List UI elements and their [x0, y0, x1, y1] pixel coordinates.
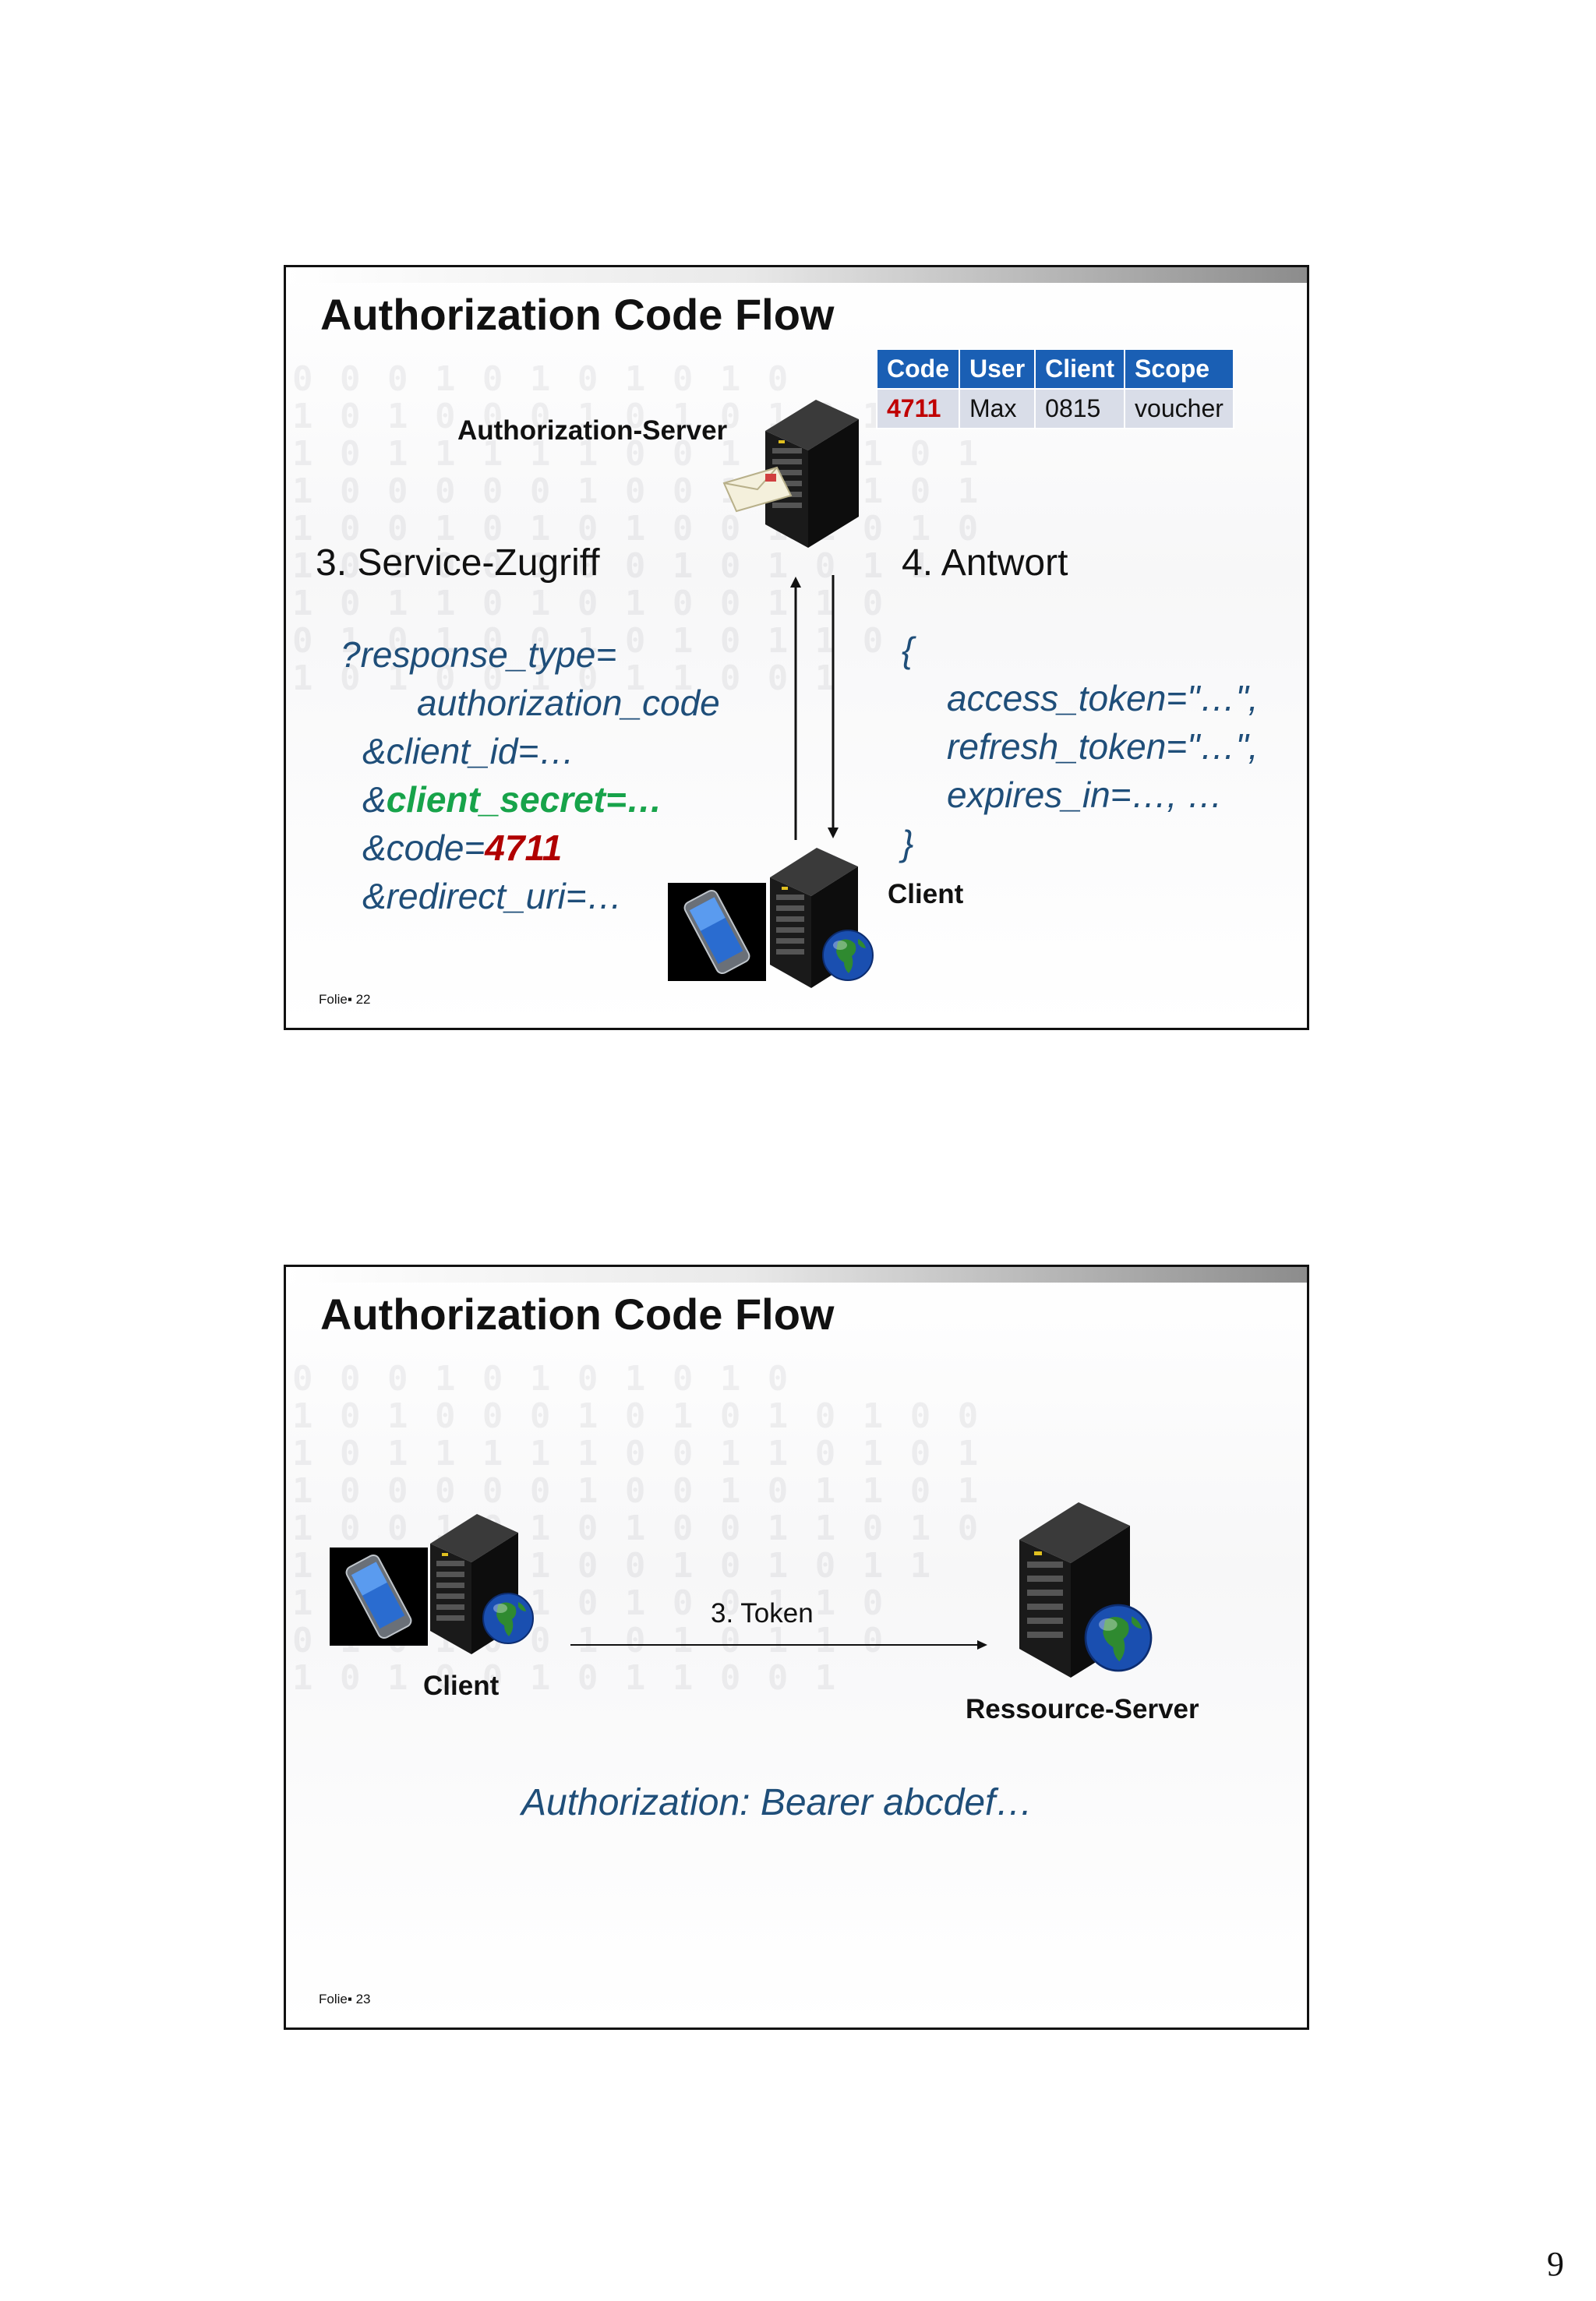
binary-background: 0 0 0 1 0 1 0 1 0 1 0 1 0 1 0 0 0 1 0 1 …: [292, 361, 982, 698]
smartphone-icon: [330, 1548, 428, 1646]
slide-title: Authorization Code Flow: [320, 290, 835, 339]
param-response-type-value: authorization_code: [417, 683, 720, 723]
table-header: User: [958, 348, 1036, 390]
token-arrow-label: 3. Token: [711, 1598, 814, 1629]
request-response-arrows: [790, 575, 839, 840]
table-row: 4711 Max 0815 voucher: [876, 388, 1234, 429]
slide-23: 0 0 0 1 0 1 0 1 0 1 0 1 0 1 0 0 0 1 0 1 …: [284, 1265, 1309, 2030]
smartphone-icon: [668, 883, 766, 981]
param-prefix: &code=: [362, 828, 486, 868]
table-header: Scope: [1124, 348, 1234, 390]
slide-top-bar: [286, 267, 1307, 283]
slide-footer: Folie▪ 22: [319, 992, 371, 1007]
step-service-access: 3. Service-Zugriff: [316, 542, 600, 584]
param-prefix: &: [362, 779, 387, 820]
table-cell-client: 0815: [1034, 388, 1126, 429]
step-response: 4. Antwort: [902, 542, 1068, 584]
resource-server-label: Ressource-Server: [966, 1694, 1199, 1724]
param-redirect-uri: &redirect_uri=…: [362, 876, 623, 916]
client-label: Client: [888, 879, 964, 909]
bearer-header: Authorization: Bearer abcdef…: [521, 1782, 1033, 1823]
table-header-row: Code User Client Scope: [876, 348, 1234, 390]
response-access-token: access_token="…",: [947, 678, 1259, 718]
table-cell-user: Max: [958, 388, 1036, 429]
response-open-brace: {: [902, 630, 914, 670]
client-label: Client: [423, 1671, 500, 1701]
table-header: Code: [876, 348, 960, 390]
param-client-id: &client_id=…: [362, 731, 575, 771]
table-cell-code: 4711: [876, 388, 960, 429]
response-close-brace: }: [902, 823, 914, 863]
slide-footer: Folie▪ 23: [319, 1992, 371, 2006]
globe-icon: [1084, 1604, 1153, 1672]
table-header: Client: [1034, 348, 1126, 390]
server-icon: [770, 848, 858, 988]
slide-22: 0 0 0 1 0 1 0 1 0 1 0 1 0 1 0 0 0 1 0 1 …: [284, 265, 1309, 1030]
table-cell-scope: voucher: [1124, 388, 1234, 429]
token-arrow: [570, 1640, 987, 1650]
response-expires-in: expires_in=…, …: [947, 775, 1223, 815]
envelope-icon: [722, 466, 793, 513]
param-response-type: ?response_type=: [341, 634, 617, 675]
param-client-secret: &client_secret=…: [362, 778, 662, 821]
param-code: &code=4711: [362, 827, 562, 869]
page-number: 9: [1547, 2245, 1564, 2283]
code-value: 4711: [485, 828, 563, 868]
authorization-code-table: Code User Client Scope 4711 Max 0815 vou…: [876, 348, 1234, 429]
client-secret-text: client_secret=…: [386, 779, 662, 820]
slide-title: Authorization Code Flow: [320, 1290, 835, 1339]
globe-icon: [482, 1593, 534, 1644]
slide-top-bar: [286, 1267, 1307, 1283]
globe-icon: [822, 930, 874, 981]
response-refresh-token: refresh_token="…",: [947, 726, 1259, 767]
auth-server-label: Authorization-Server: [457, 415, 728, 446]
